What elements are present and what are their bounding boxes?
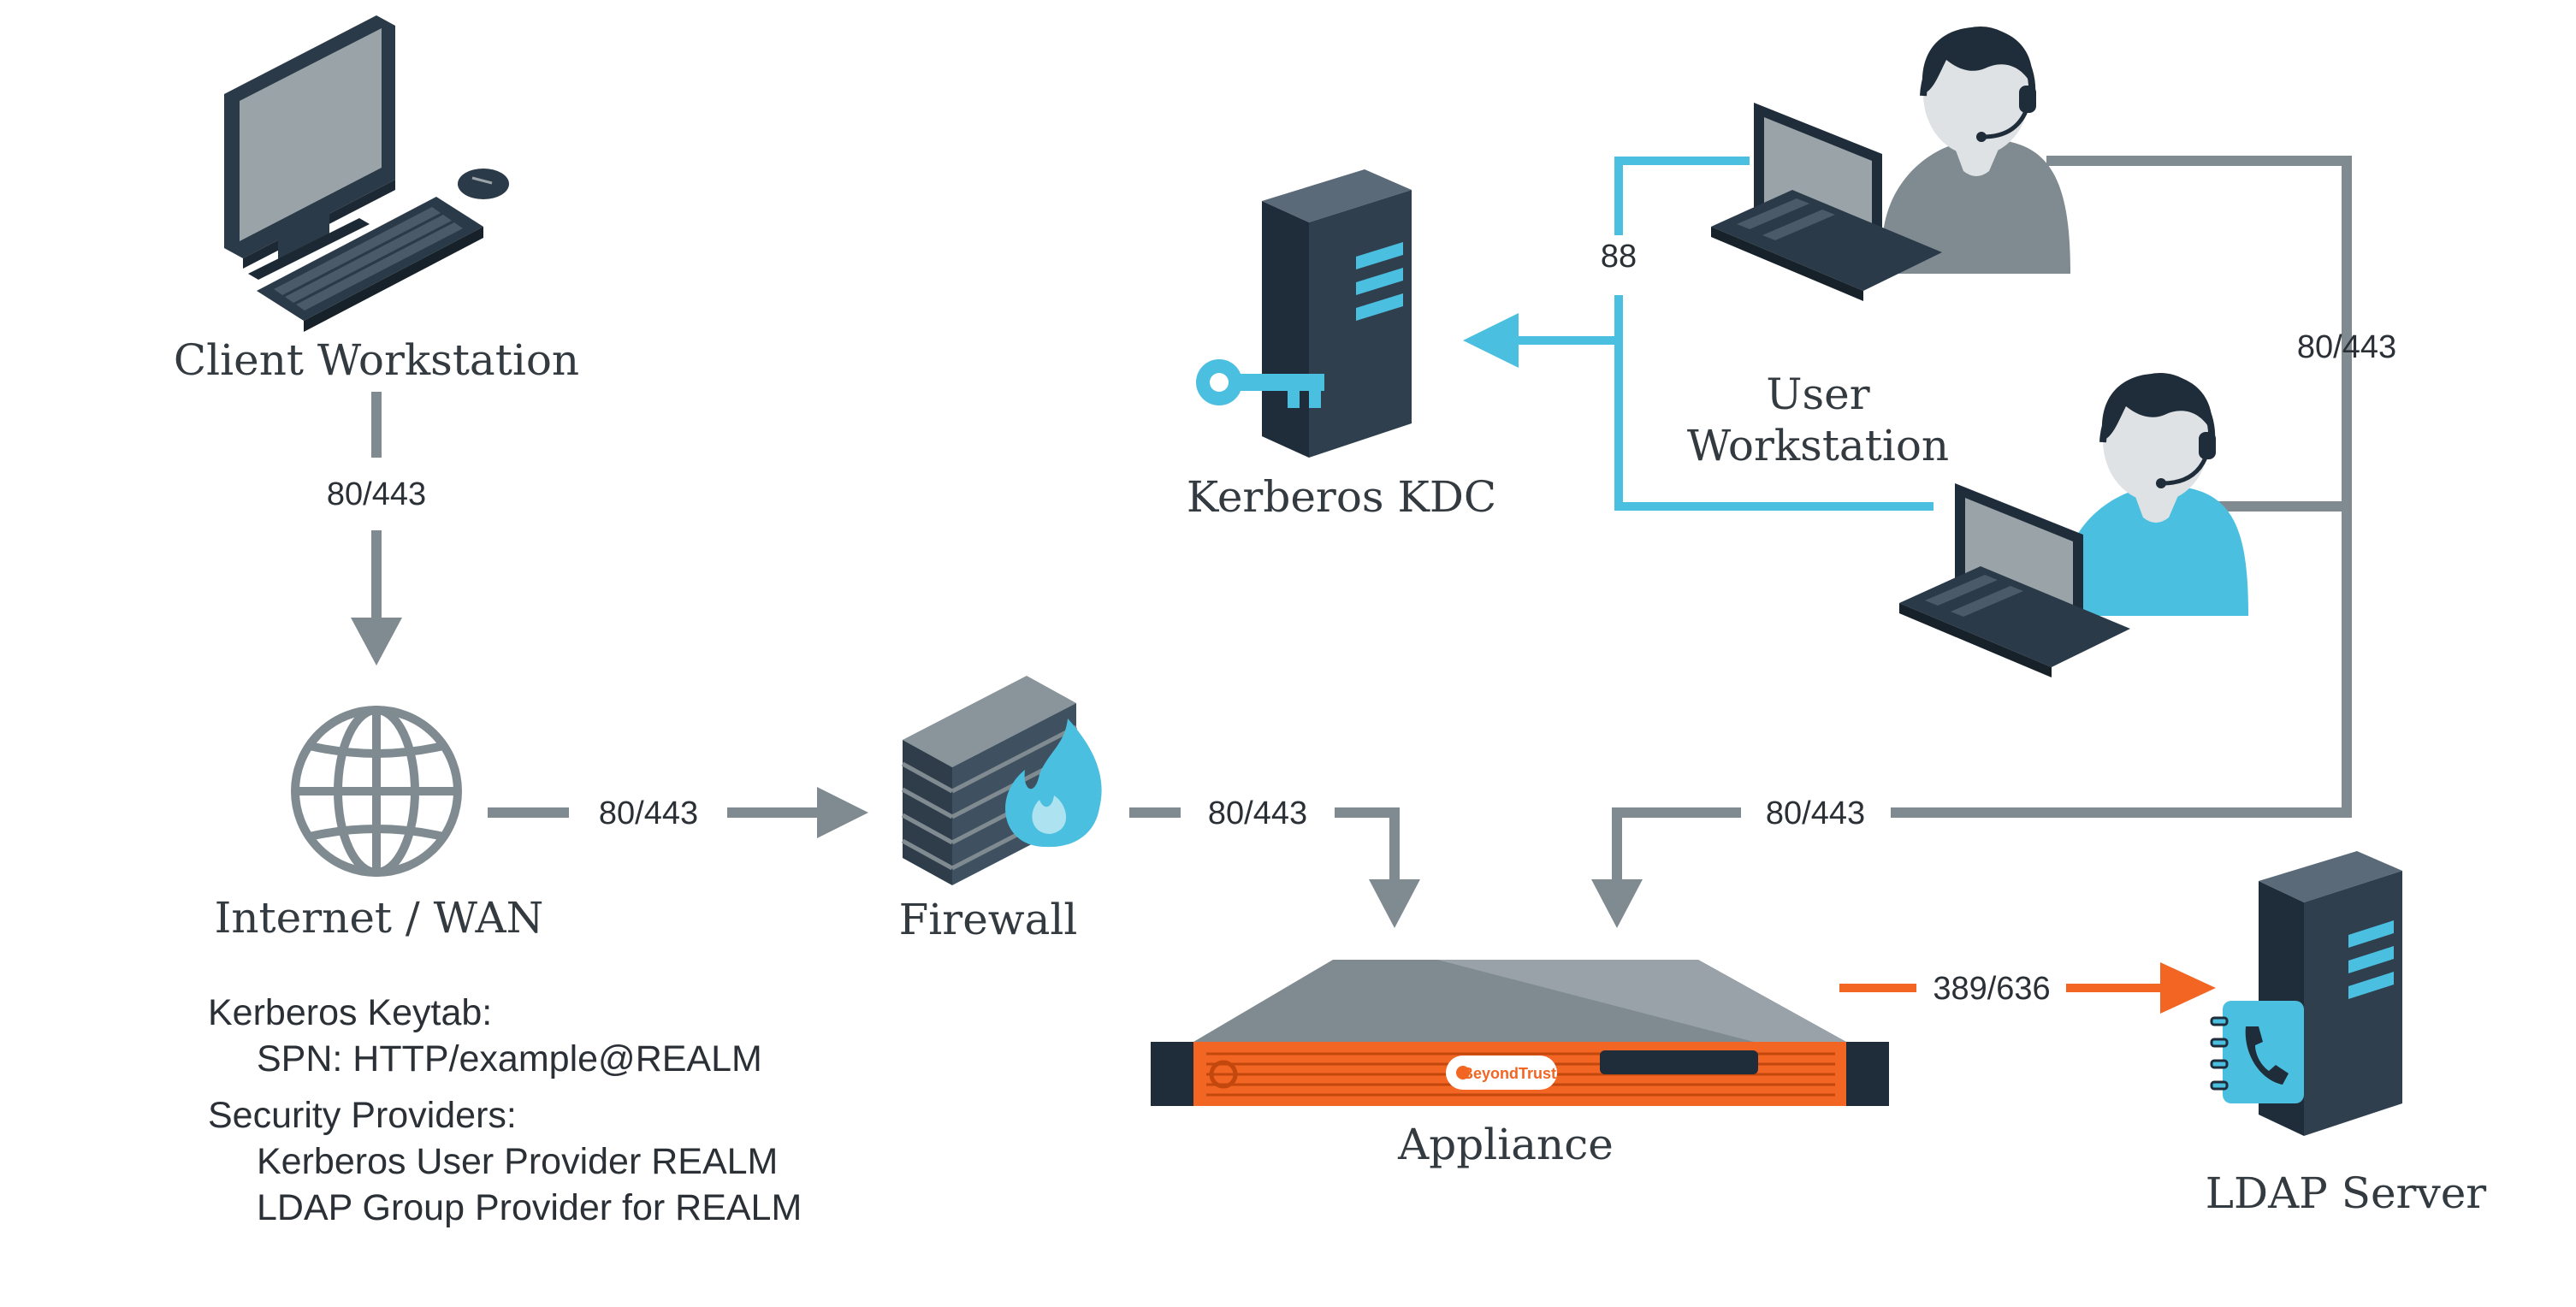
label-kerberos-kdc: Kerberos KDC xyxy=(1187,472,1496,522)
note-provider-2: LDAP Group Provider for REALM xyxy=(257,1187,802,1228)
label-internet-wan: Internet / WAN xyxy=(215,893,544,943)
port-firewall-appliance: 80/443 xyxy=(1208,795,1307,831)
appliance-brand-badge: BeyondTrust xyxy=(1462,1065,1556,1082)
arrowhead-to-firewall xyxy=(817,787,868,838)
label-client-workstation: Client Workstation xyxy=(174,335,579,385)
kdc-server-icon xyxy=(1262,169,1412,458)
port-labels: 80/443 80/443 80/443 80/443 80/443 88 38… xyxy=(327,239,2396,1007)
arrowhead-to-appliance-right xyxy=(1591,879,1643,928)
arrowhead-to-internet xyxy=(351,618,402,665)
desktop-computer-icon xyxy=(224,15,509,332)
port-users-appliance-right: 80/443 xyxy=(2297,329,2396,365)
laptop-icon xyxy=(1711,103,1942,301)
port-users-appliance-bottom: 80/443 xyxy=(1766,795,1865,831)
label-user-workstation-line2: Workstation xyxy=(1687,421,1949,470)
label-firewall: Firewall xyxy=(899,895,1078,944)
note-keytab-spn: SPN: HTTP/example@REALM xyxy=(257,1038,762,1079)
port-users-kdc: 88 xyxy=(1601,239,1637,275)
connector-users-kdc-top xyxy=(1614,157,1750,235)
appliance-icon: BeyondTrust xyxy=(1151,960,1889,1106)
key-icon xyxy=(1196,359,1324,408)
arrowhead-to-ldap xyxy=(2160,962,2216,1014)
connector-users-appliance-bottom xyxy=(1612,807,1741,881)
arrowhead-to-kdc xyxy=(1463,313,1519,368)
configuration-notes: Kerberos Keytab: SPN: HTTP/example@REALM… xyxy=(208,992,802,1228)
port-appliance-ldap: 389/636 xyxy=(1933,971,2050,1007)
note-providers-heading: Security Providers: xyxy=(208,1095,517,1136)
connector-users-kdc-bottom xyxy=(1614,295,1933,511)
label-ldap-server: LDAP Server xyxy=(2206,1168,2487,1218)
port-internet-firewall: 80/443 xyxy=(599,795,698,831)
arrowhead-to-appliance-left xyxy=(1369,879,1420,928)
connectors xyxy=(351,156,2352,1014)
note-provider-1: Kerberos User Provider REALM xyxy=(257,1141,778,1182)
phonebook-icon xyxy=(2210,1001,2304,1103)
note-keytab-heading: Kerberos Keytab: xyxy=(208,992,492,1033)
user-avatar-icon xyxy=(1882,26,2070,274)
laptop-icon xyxy=(1899,483,2130,677)
connector-firewall-appliance-h2 xyxy=(1335,807,1400,881)
connector-users-appliance-loop xyxy=(1891,156,2352,818)
firewall-icon xyxy=(901,676,1102,885)
label-appliance: Appliance xyxy=(1397,1120,1614,1169)
label-user-workstation-line1: User xyxy=(1766,370,1869,419)
globe-icon xyxy=(291,706,462,877)
port-client-internet: 80/443 xyxy=(327,476,426,512)
user-avatar-icon xyxy=(2062,372,2248,616)
